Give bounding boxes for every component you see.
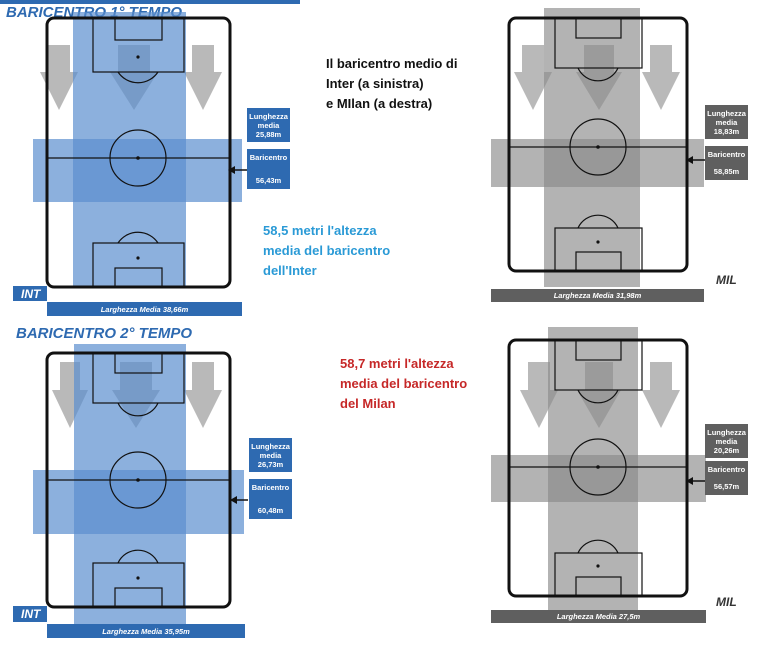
length-value: 25,88m xyxy=(255,129,282,139)
inter-second-barycenter-box: Baricentro 60,48m xyxy=(249,479,292,519)
down-arrow-icon xyxy=(184,45,222,110)
milan-note-line-3: del Milan xyxy=(340,396,396,411)
length-label: Lunghezza media xyxy=(707,427,746,446)
barycenter-label: Baricentro xyxy=(707,465,746,474)
intro-line-1: Il baricentro medio di xyxy=(326,56,458,71)
barycenter-value: 56,43m xyxy=(255,176,282,185)
length-value: 20,26m xyxy=(713,445,740,455)
down-arrow-icon xyxy=(184,362,222,428)
intro-line-3: e MIlan (a destra) xyxy=(326,96,433,111)
barycenter-label: Baricentro xyxy=(707,150,746,159)
inter-second-half-pitch xyxy=(33,344,248,626)
inter-note-line-1: 58,5 metri l'altezza xyxy=(263,223,377,238)
milan-first-width-bar: Larghezza Media 31,98m xyxy=(491,289,704,302)
barycenter-label: Baricentro xyxy=(249,153,288,162)
down-arrow-icon xyxy=(642,362,680,428)
milan-second-half-pitch xyxy=(491,327,706,610)
intro-note: Il baricentro medio di Inter (a sinistra… xyxy=(326,54,457,114)
inter-second-width-bar: Larghezza Media 35,95m xyxy=(47,624,245,638)
milan-note-line-1: 58,7 metri l'altezza xyxy=(340,356,454,371)
inter-note-line-2: media del baricentro xyxy=(263,243,391,258)
milan-first-half-pitch xyxy=(491,8,706,287)
milan-second-barycenter-box: Baricentro 56,57m xyxy=(705,461,748,495)
down-arrow-icon xyxy=(514,45,552,110)
intro-line-2: Inter (a sinistra) xyxy=(326,76,424,91)
milan-first-length-box: Lunghezza media 18,83m xyxy=(705,105,748,139)
length-value: 26,73m xyxy=(257,459,284,469)
length-value: 18,83m xyxy=(713,126,740,136)
milan-first-barycenter-box: Baricentro 58,85m xyxy=(705,146,748,180)
barycenter-value: 56,57m xyxy=(713,482,740,491)
inter-first-barycenter-box: Baricentro 56,43m xyxy=(247,149,290,189)
down-arrow-icon xyxy=(642,45,680,110)
barycenter-label: Baricentro xyxy=(251,483,290,492)
milan-second-length-box: Lunghezza media 20,26m xyxy=(705,424,748,458)
down-arrow-icon xyxy=(40,45,78,110)
milan-second-width-bar: Larghezza Media 27,5m xyxy=(491,610,706,623)
inter-first-width-bar: Larghezza Media 38,66m xyxy=(47,302,242,316)
length-label: Lunghezza media xyxy=(249,111,288,130)
length-label: Lunghezza media xyxy=(251,441,290,460)
width-band xyxy=(33,139,242,202)
top-accent-stripe xyxy=(0,0,300,4)
inter-note-line-3: dell'Inter xyxy=(263,263,317,278)
inter-note: 58,5 metri l'altezza media del baricentr… xyxy=(263,221,390,281)
barycenter-value: 60,48m xyxy=(257,506,284,515)
inter-second-length-box: Lunghezza media 26,73m xyxy=(249,438,292,472)
milan-first-tag: MIL xyxy=(716,273,737,287)
inter-first-tag: INT xyxy=(13,286,47,301)
inter-second-tag: INT xyxy=(13,606,47,622)
milan-note-line-2: media del baricentro xyxy=(340,376,468,391)
barycenter-value: 58,85m xyxy=(713,167,740,176)
inter-first-half-pitch xyxy=(33,12,247,289)
length-label: Lunghezza media xyxy=(707,108,746,127)
inter-first-length-box: Lunghezza media 25,88m xyxy=(247,108,290,142)
milan-second-tag: MIL xyxy=(716,595,737,609)
milan-note: 58,7 metri l'altezza media del baricentr… xyxy=(340,354,467,414)
second-half-title: BARICENTRO 2° TEMPO xyxy=(16,325,193,342)
